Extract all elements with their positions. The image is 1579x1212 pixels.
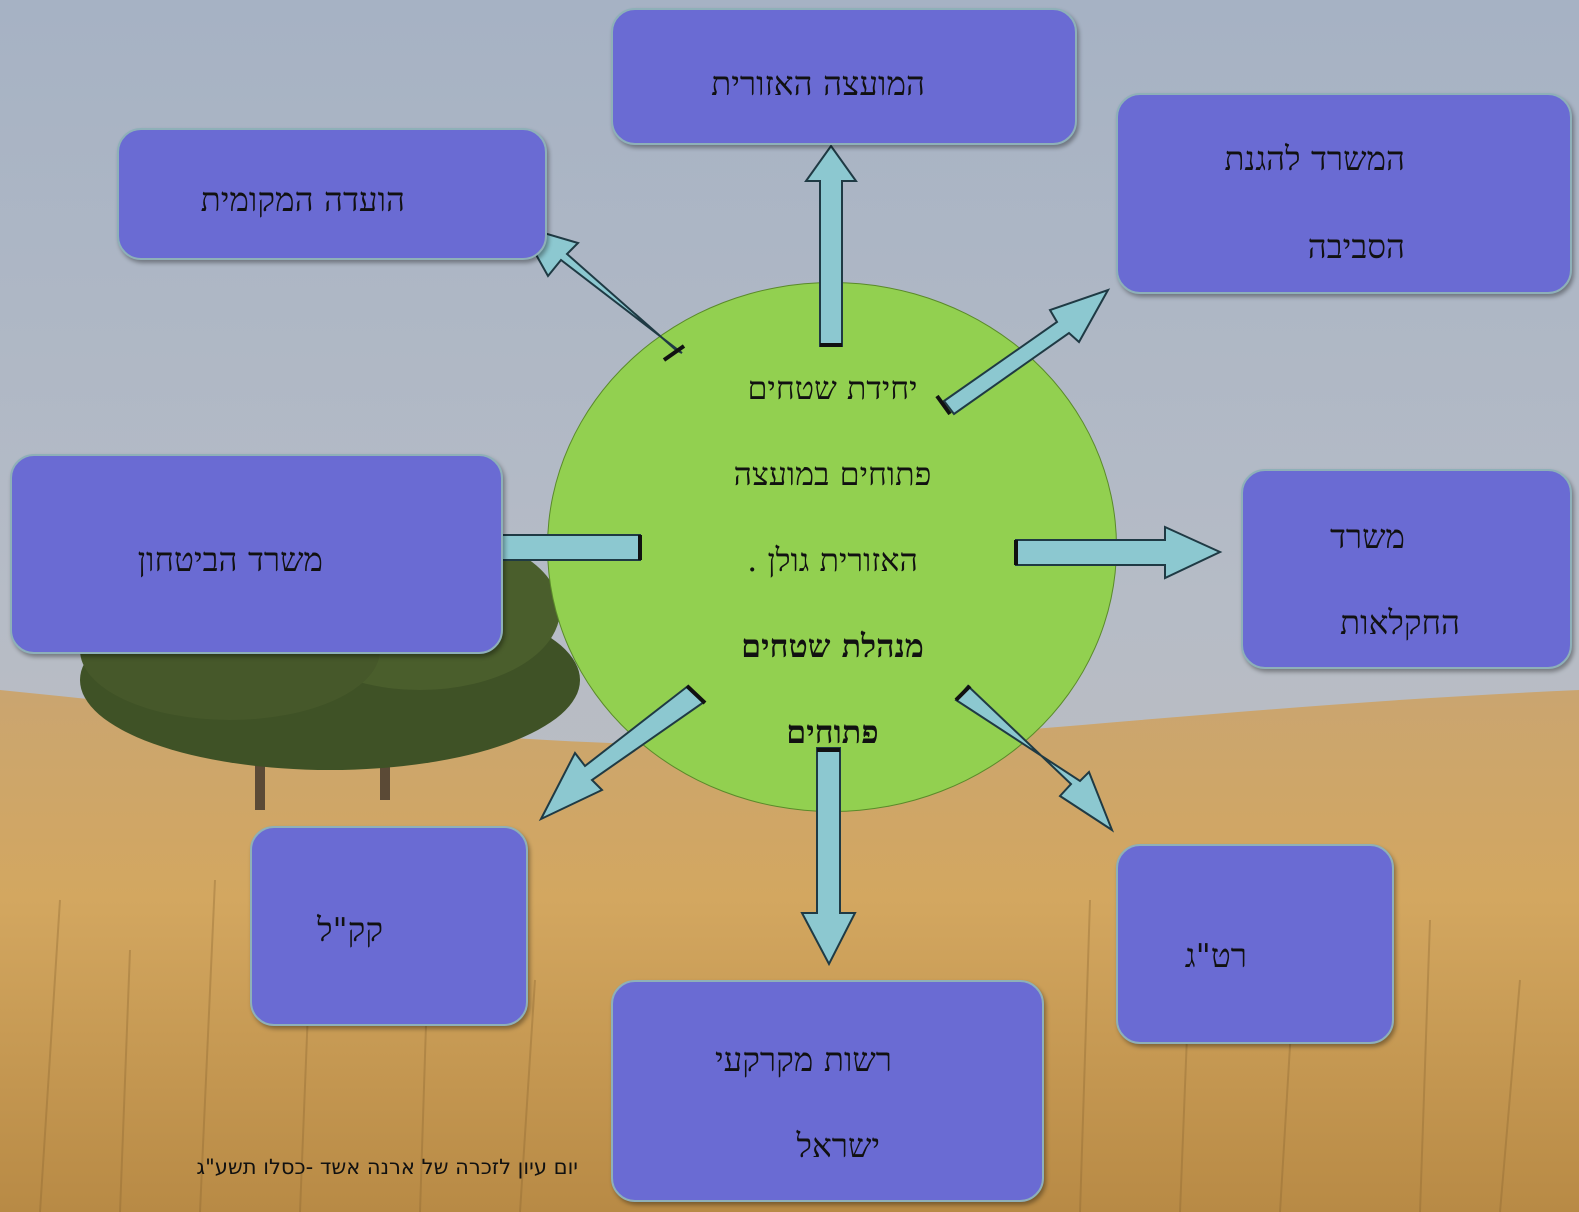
arrow-down-icon xyxy=(800,747,857,967)
box-environment-label-2: הסביבה xyxy=(1307,227,1405,266)
arrow-up-left-icon xyxy=(517,224,683,354)
box-local-committee-label: הועדה המקומית xyxy=(200,180,405,219)
box-defense: משרד הביטחון xyxy=(10,454,503,654)
box-ila-label-1: רשות מקרקעי xyxy=(714,1040,892,1079)
box-regional-council: המועצה האזורית xyxy=(611,8,1077,145)
box-agriculture-label-2: החקלאות xyxy=(1340,603,1460,642)
arrow-down-right-icon xyxy=(954,684,1115,833)
center-line-1: יחידת שטחים xyxy=(747,369,918,407)
box-regional-council-label: המועצה האזורית xyxy=(711,64,925,103)
box-kkl: קק"ל xyxy=(250,826,528,1026)
box-agriculture-label-1: משרד xyxy=(1329,517,1405,556)
arrow-up-icon xyxy=(804,144,858,347)
box-israel-land-authority: רשות מקרקעי ישראל xyxy=(611,980,1044,1202)
center-line-5: פתוחים xyxy=(786,713,879,751)
box-defense-label: משרד הביטחון xyxy=(137,540,323,579)
box-kkl-label: קק"ל xyxy=(317,910,383,949)
box-ratag-label: רט"ג xyxy=(1184,936,1247,975)
center-line-3: האזורית גולן . xyxy=(747,541,918,579)
box-agriculture: משרד החקלאות xyxy=(1241,469,1572,669)
center-line-4: מנהלת שטחים xyxy=(741,627,924,665)
footer-caption: יום עיון לזכרה של ארנה אשד -כסלו תשע"ג xyxy=(196,1155,578,1179)
box-local-committee: הועדה המקומית xyxy=(117,128,547,260)
arrow-up-right-icon xyxy=(942,288,1111,416)
central-unit-text: יחידת שטחים פתוחים במועצה האזורית גולן .… xyxy=(560,345,1105,775)
box-environment-label-1: המשרד להגנת xyxy=(1224,139,1405,178)
arrow-right-icon xyxy=(1015,525,1223,580)
box-ila-label-2: ישראל xyxy=(796,1126,880,1165)
arrow-down-left-icon xyxy=(538,684,706,822)
center-line-2: פתוחים במועצה xyxy=(733,455,932,493)
box-ratag: רט"ג xyxy=(1116,844,1394,1044)
box-environment: המשרד להגנת הסביבה xyxy=(1116,93,1572,294)
